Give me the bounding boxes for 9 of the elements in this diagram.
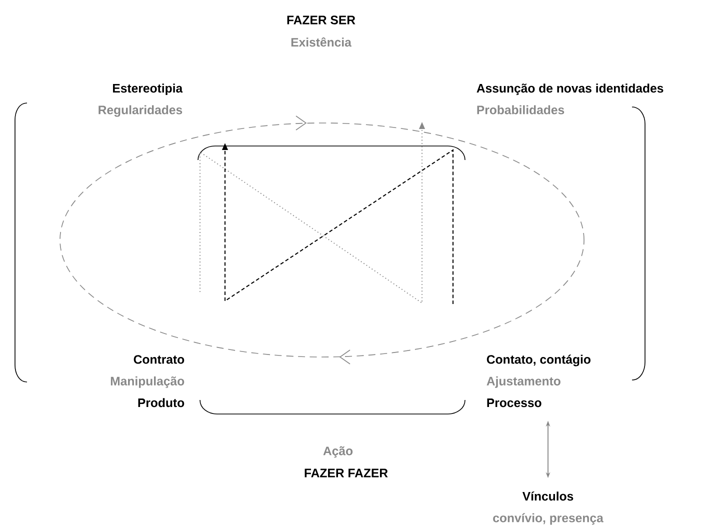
text-group: Contato, contágio Ajustamento Processo	[486, 354, 590, 408]
text-group: Vínculos convívio, presença	[493, 491, 604, 525]
text-group: Estereotipia Regularidades	[98, 84, 183, 117]
label: Existência	[291, 37, 352, 47]
text-group: Contrato Manipulação Produto	[110, 355, 184, 408]
label: FAZER FAZER	[304, 468, 388, 478]
label: Ação	[323, 446, 353, 458]
text-group: Assunção de novas identidades Probabilidades	[476, 84, 664, 114]
label: FAZER SER	[287, 16, 356, 24]
